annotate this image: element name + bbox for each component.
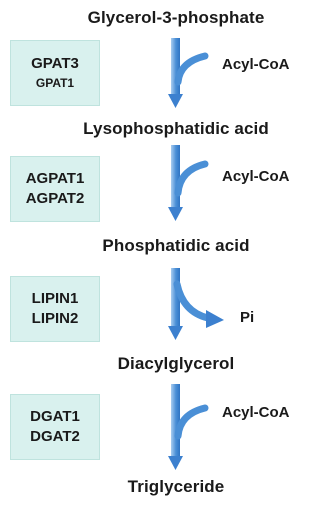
cofactor-step-3: Pi <box>240 309 255 326</box>
cofactor-step-2: Acyl-CoA <box>222 168 290 185</box>
enzyme-box-step-2: AGPAT1 AGPAT2 <box>10 156 100 222</box>
enzyme-box-step-1: GPAT3 GPAT1 <box>10 40 100 106</box>
enzyme-label: GPAT1 <box>35 76 75 90</box>
enzyme-box-step-4: DGAT1 DGAT2 <box>10 394 100 460</box>
enzyme-label: DGAT1 <box>30 408 80 425</box>
reaction-arrow-4 <box>168 384 209 470</box>
reaction-arrow-3 <box>168 268 224 340</box>
enzyme-label: AGPAT2 <box>25 190 85 207</box>
enzyme-label: LIPIN2 <box>31 310 79 327</box>
cofactor-step-1: Acyl-CoA <box>222 56 290 73</box>
metabolite-glycerol-3-phosphate: Glycerol-3-phosphate <box>87 8 265 27</box>
metabolite-lysophosphatidic-acid: Lysophosphatidic acid <box>83 119 269 138</box>
reaction-arrow-2 <box>168 145 209 221</box>
metabolite-phosphatidic-acid: Phosphatidic acid <box>102 236 250 255</box>
enzyme-label: GPAT3 <box>31 55 79 72</box>
reaction-arrow-1 <box>168 38 209 108</box>
cofactor-step-4: Acyl-CoA <box>222 404 290 421</box>
metabolite-triglyceride: Triglyceride <box>127 477 225 496</box>
enzyme-box-step-3: LIPIN1 LIPIN2 <box>10 276 100 342</box>
metabolite-diacylglycerol: Diacylglycerol <box>117 354 235 373</box>
enzyme-label: DGAT2 <box>30 428 80 445</box>
enzyme-label: LIPIN1 <box>31 290 79 307</box>
enzyme-label: AGPAT1 <box>25 170 85 187</box>
